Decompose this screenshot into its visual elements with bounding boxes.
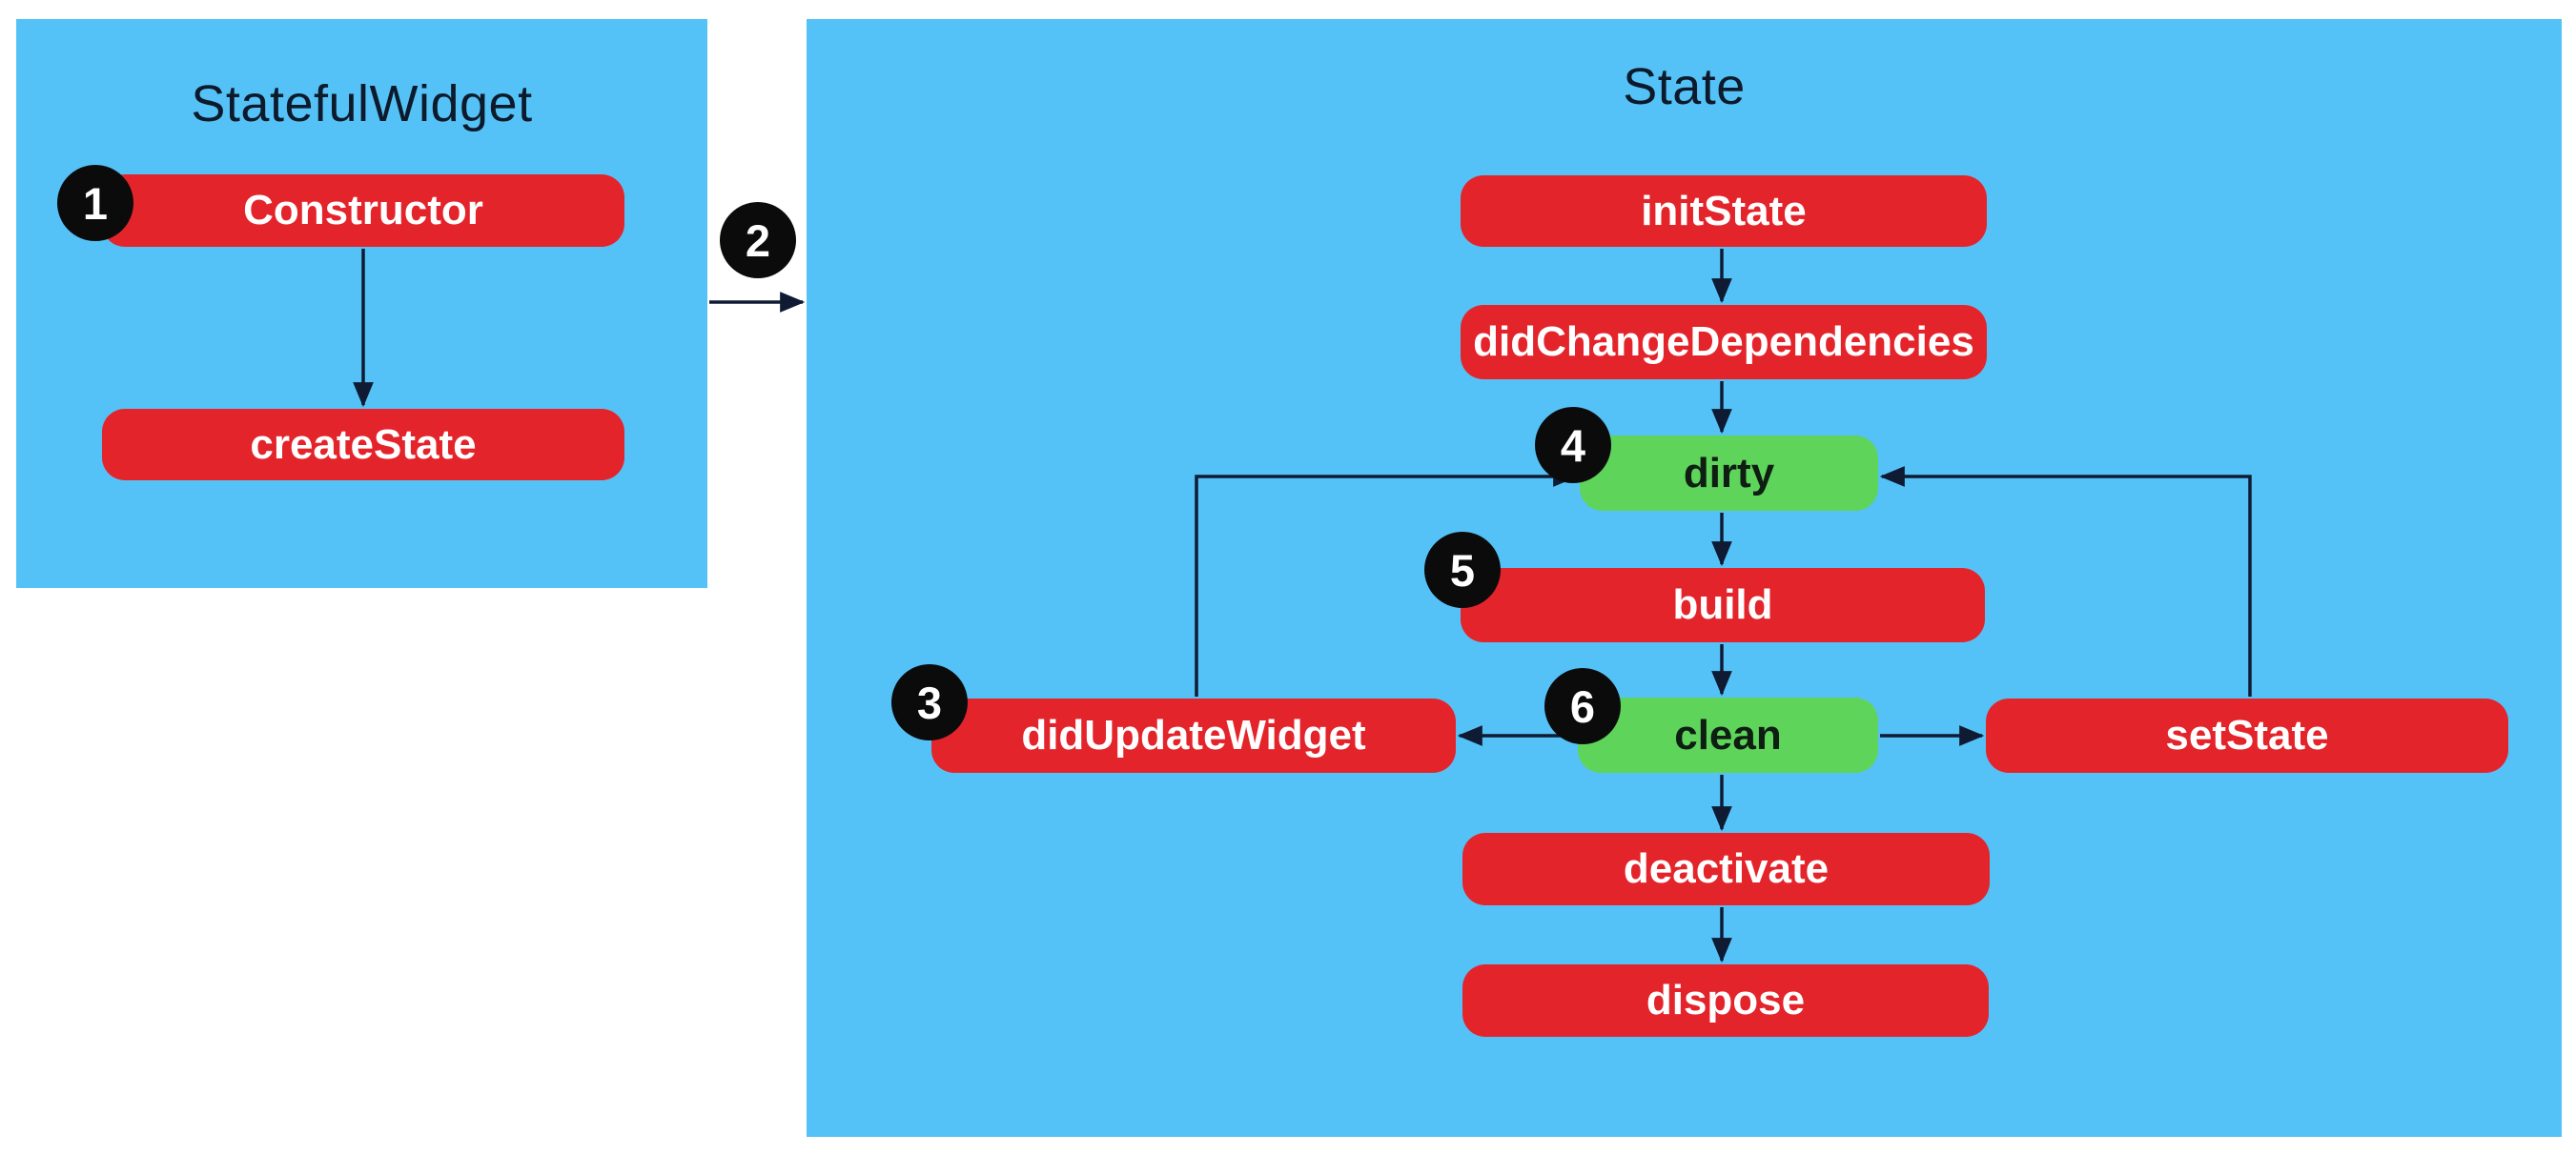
node-dirty: dirty: [1580, 436, 1878, 511]
node-build: build: [1461, 568, 1985, 642]
panel-statefulwidget: StatefulWidget: [16, 19, 707, 588]
node-clean: clean: [1578, 698, 1878, 773]
node-initstate: initState: [1461, 175, 1987, 247]
panel-title-state: State: [1623, 58, 1746, 115]
badge-step-1: 1: [57, 165, 133, 241]
badge-step-5: 5: [1424, 532, 1501, 608]
badge-step-6: 6: [1544, 668, 1621, 744]
badge-step-3: 3: [891, 664, 968, 740]
badge-step-4: 4: [1535, 407, 1611, 483]
node-setstate: setState: [1986, 699, 2508, 773]
node-didupdatewidget: didUpdateWidget: [931, 699, 1456, 773]
node-didchangedependencies: didChangeDependencies: [1461, 305, 1987, 379]
node-deactivate: deactivate: [1462, 833, 1990, 905]
badge-step-2: 2: [720, 202, 796, 278]
panel-title-statefulwidget: StatefulWidget: [191, 75, 533, 132]
node-createstate: createState: [102, 409, 624, 480]
node-dispose: dispose: [1462, 964, 1989, 1037]
node-constructor: Constructor: [102, 174, 624, 247]
